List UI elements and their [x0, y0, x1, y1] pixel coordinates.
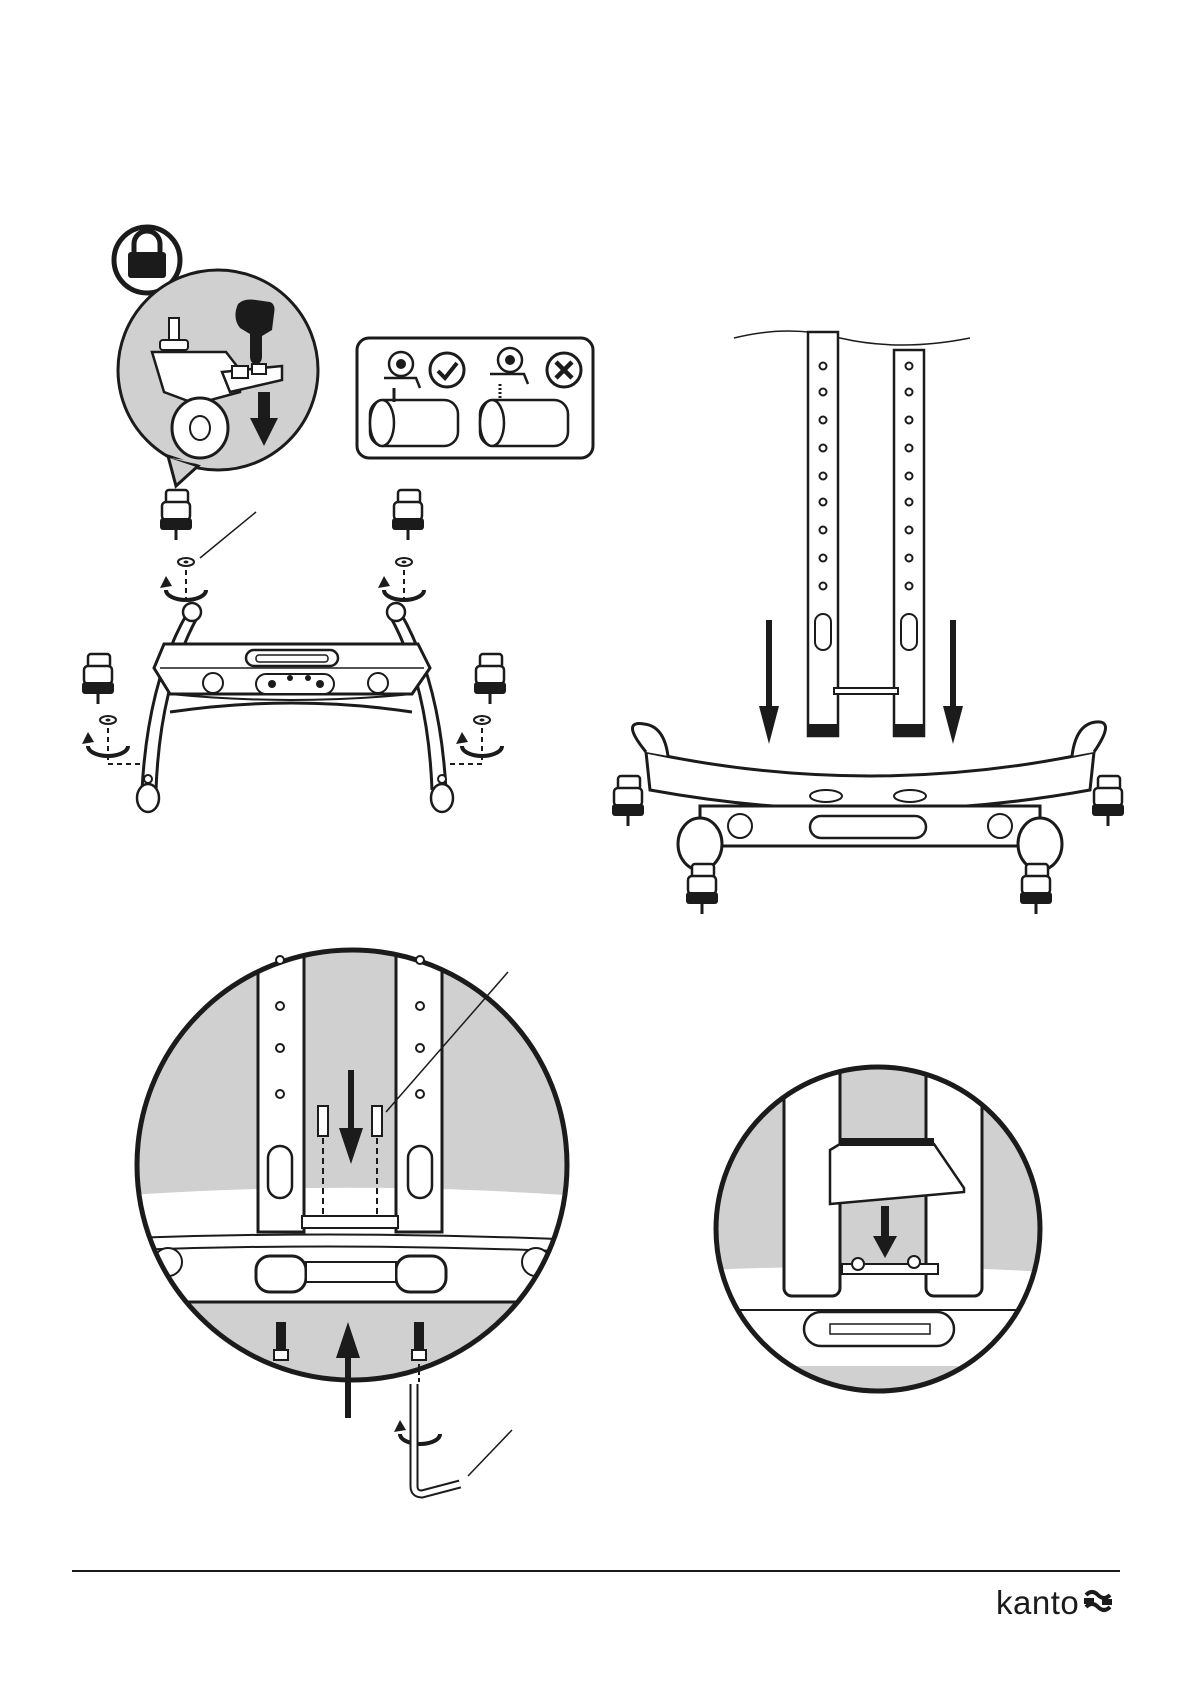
attach-cover-detail-panel: [710, 1060, 1050, 1406]
column-right: [894, 350, 924, 736]
footer-divider: [72, 1570, 1120, 1572]
hex-key-icon: [414, 1384, 512, 1494]
brand-wordmark: kanto: [996, 1586, 1079, 1619]
caster-lock-detail-bubble: [118, 270, 318, 486]
cross-icon: [547, 353, 581, 387]
bolt-columns-detail-panel: [130, 950, 580, 1494]
caster-rear-right: [446, 654, 506, 764]
caster-front-right: [378, 490, 424, 604]
cart-base: [612, 722, 1124, 914]
kanto-logo-icon: [1084, 1589, 1112, 1615]
caster-front-left: [160, 490, 256, 604]
caster-orientation-check-panel: [357, 338, 593, 458]
caster-rear-left: [82, 654, 144, 764]
base-frame: [137, 603, 453, 812]
down-arrow-icon: [759, 620, 963, 744]
brand-logo: kanto: [996, 1580, 1120, 1624]
insert-columns-panel: [612, 331, 1124, 914]
check-icon: [430, 353, 464, 387]
caster-installation-panel: [82, 227, 506, 812]
